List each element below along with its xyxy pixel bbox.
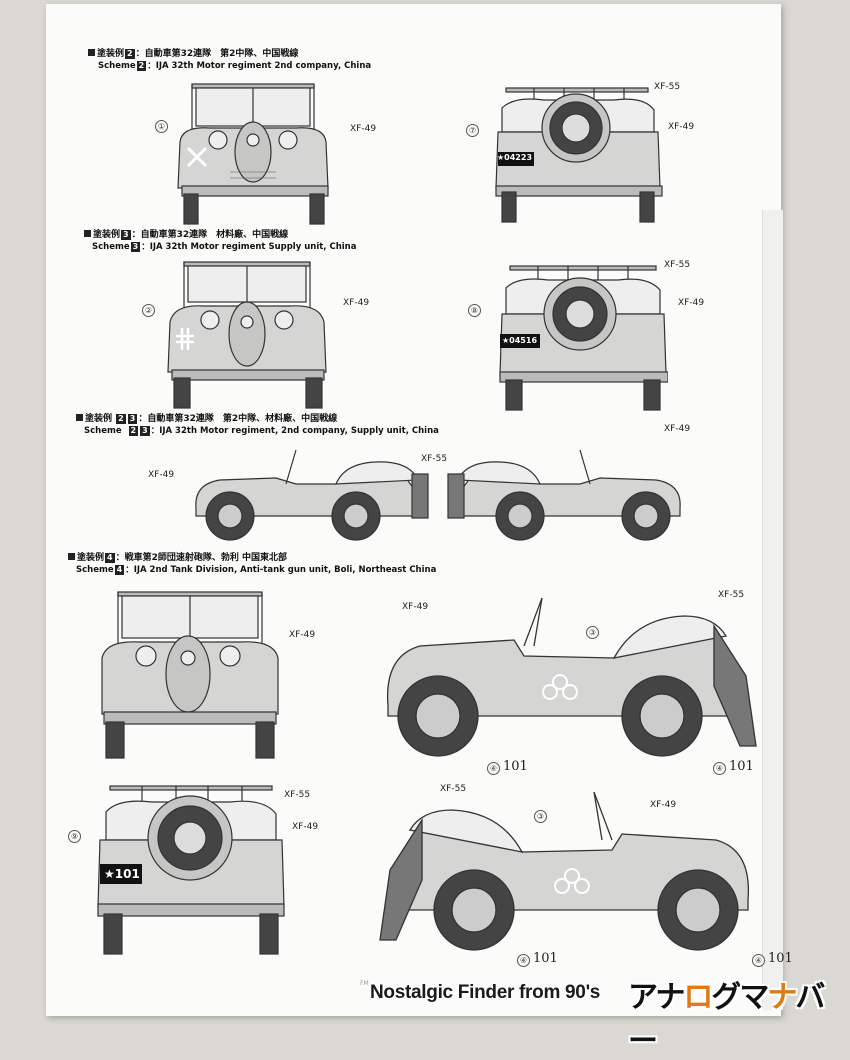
watermark-logo: アナログマナバー [628, 980, 825, 1059]
paint-label: XF-55 [284, 790, 311, 800]
paint-label: XF-49 [668, 122, 695, 132]
paint-label: XF-55 [664, 260, 691, 270]
number-101: 101 [503, 759, 528, 774]
paint-label: XF-49 [289, 630, 316, 640]
plate-04516: ★04516 [502, 336, 538, 345]
footer-code: FM [360, 980, 369, 987]
marker-4: ④ [752, 954, 765, 967]
marker-4: ④ [517, 954, 530, 967]
marker-7: ⑦ [466, 124, 479, 137]
paint-label: XF-49 [650, 800, 677, 810]
scheme-4-right-side-view [379, 791, 750, 951]
marker-3: ③ [586, 626, 599, 639]
scheme-2-rear-view [495, 87, 663, 223]
paint-label: XF-55 [718, 590, 745, 600]
paint-label: XF-49 [350, 124, 377, 134]
paint-label: XF-49 [343, 298, 370, 308]
paint-label: XF-49 [678, 298, 705, 308]
paint-label: XF-55 [421, 454, 448, 464]
scheme-4-rear-view [97, 785, 285, 955]
number-101: 101 [533, 951, 558, 966]
paint-label: XF-49 [402, 602, 429, 612]
paint-label: XF-49 [148, 470, 175, 480]
marker-4: ④ [713, 762, 726, 775]
plate-101: ★101 [104, 867, 140, 881]
scheme-2-front-view [177, 83, 329, 225]
marker-9: ⑨ [68, 830, 81, 843]
paint-label: XF-49 [292, 822, 319, 832]
scheme-4-front-view [101, 591, 279, 759]
watermark-text: Nostalgic Finder from 90's [370, 982, 601, 1003]
paint-label: XF-49 [664, 424, 691, 434]
scheme-3-front-view [167, 261, 327, 409]
plate-04223: ★04223 [497, 153, 533, 162]
marker-8: ⑧ [468, 304, 481, 317]
number-101: 101 [768, 951, 793, 966]
marker-3: ③ [534, 810, 547, 823]
paint-label: XF-55 [440, 784, 467, 794]
scheme-4-left-side-view [386, 597, 757, 757]
sheet-edge [762, 210, 783, 1010]
scheme-2-3-left-side-view [195, 449, 429, 541]
scheme-3-rear-view [499, 265, 668, 411]
marker-2: ② [142, 304, 155, 317]
scheme-2-3-right-side-view [447, 449, 681, 541]
paint-label: XF-55 [654, 82, 681, 92]
number-101: 101 [729, 759, 754, 774]
marker-4: ④ [487, 762, 500, 775]
marker-1: ① [155, 120, 168, 133]
